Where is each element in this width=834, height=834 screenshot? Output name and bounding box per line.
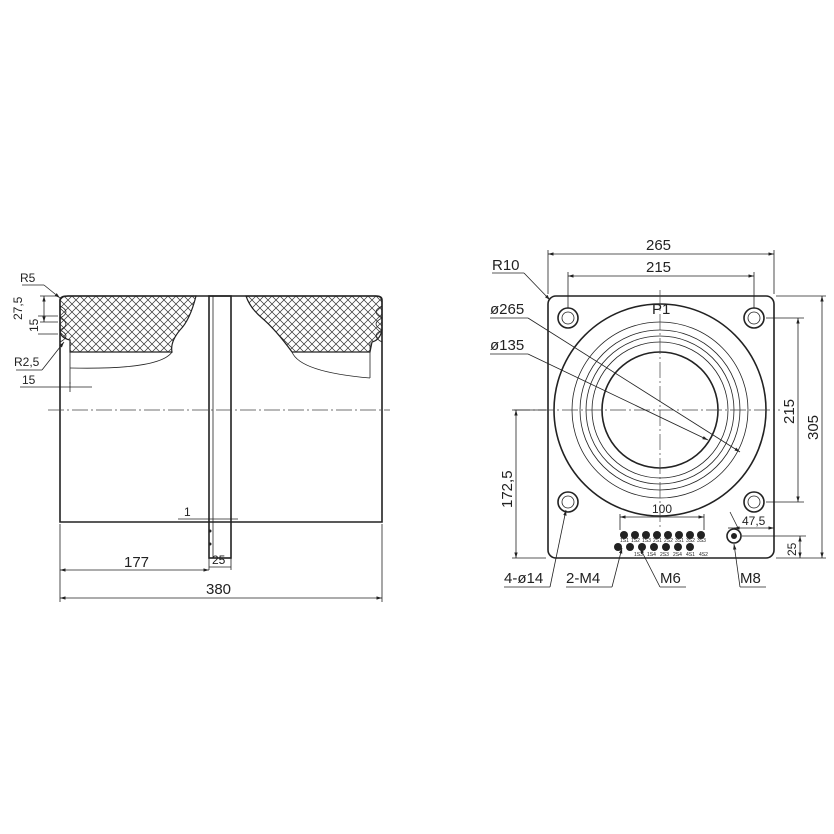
terminal-stud <box>626 543 634 551</box>
m6-arrow <box>639 547 661 588</box>
terminal-stud <box>686 531 694 539</box>
label-r2-5: R2,5 <box>14 355 40 369</box>
label-phi135: ø135 <box>490 337 524 354</box>
break-line-right <box>291 351 371 379</box>
terminal-stud <box>697 531 705 539</box>
label-phi265: ø265 <box>490 301 524 318</box>
label-305: 305 <box>805 415 822 440</box>
terminal-label: 1S3 <box>634 552 643 558</box>
front-view: P1 265 215 R10 ø265 ø135 215 305 <box>490 237 826 588</box>
terminal-stud <box>638 543 646 551</box>
terminal-stud <box>642 531 650 539</box>
label-265: 265 <box>646 237 671 254</box>
terminal-stud <box>675 531 683 539</box>
terminal-block: 1S1 1S2 1S3 2S1 2S2 3S1 3S2 3S3 1S3 1S4 … <box>614 531 708 558</box>
ground-stud-m8 <box>726 511 742 544</box>
label-m4: 2-M4 <box>566 570 600 587</box>
base-plate <box>547 295 775 559</box>
holes-arrow <box>549 509 567 588</box>
terminal-label: 4S1 <box>686 552 695 558</box>
label-15-groove: 15 <box>27 318 41 332</box>
label-100: 100 <box>652 502 672 516</box>
side-body-outline <box>59 295 383 523</box>
terminal-label: 3S3 <box>697 538 706 544</box>
terminal-stud <box>650 543 658 551</box>
label-p1: P1 <box>652 301 670 318</box>
terminal-stud <box>686 543 694 551</box>
terminal-label: 1S4 <box>647 552 656 558</box>
terminal-stud <box>631 531 639 539</box>
insulation-hatch-left <box>59 295 197 353</box>
terminal-stud <box>653 531 661 539</box>
label-holes: 4-ø14 <box>504 570 543 587</box>
phi265-line <box>527 317 741 453</box>
r10-arrow <box>523 272 551 301</box>
label-r10: R10 <box>492 257 520 274</box>
terminal-stud <box>614 543 622 551</box>
groove-right <box>375 305 383 343</box>
terminal-stud <box>674 543 682 551</box>
terminal-label: 3S2 <box>686 538 695 544</box>
terminal-stud <box>662 543 670 551</box>
mounting-hole-tl <box>557 307 579 329</box>
side-slot <box>208 295 232 559</box>
mounting-hole-bl <box>557 491 579 513</box>
terminal-stud <box>664 531 672 539</box>
terminal-label: 2S2 <box>664 538 673 544</box>
label-172-5: 172,5 <box>499 470 516 508</box>
phi135-line <box>527 353 709 441</box>
terminal-label: 2S3 <box>660 552 669 558</box>
terminal-label: 1S1 <box>620 538 629 544</box>
label-47-5: 47,5 <box>742 514 766 528</box>
terminal-label: 1S2 <box>631 538 640 544</box>
label-25: 25 <box>212 553 226 567</box>
mounting-hole-tr <box>743 307 765 329</box>
groove-left <box>59 305 67 343</box>
r25-arrow <box>41 341 65 371</box>
terminal-label: 1S3 <box>642 538 651 544</box>
terminal-row-bottom <box>614 543 694 551</box>
m4-arrow <box>611 547 623 588</box>
label-m8: M8 <box>740 570 761 587</box>
label-27-5: 27,5 <box>11 296 25 320</box>
terminal-stud <box>620 531 628 539</box>
label-177: 177 <box>124 554 149 571</box>
label-25-right: 25 <box>785 542 799 556</box>
terminal-dot <box>208 542 212 546</box>
m8-arrow <box>733 543 741 588</box>
terminal-dot <box>208 529 212 533</box>
terminal-row-top <box>620 531 705 539</box>
label-m6: M6 <box>660 570 681 587</box>
insulation-hatch-right <box>245 295 383 353</box>
label-1: 1 <box>184 505 191 519</box>
mounting-hole-br <box>743 491 765 513</box>
break-line-left <box>69 351 173 369</box>
terminal-label: 2S4 <box>673 552 682 558</box>
label-215-top: 215 <box>646 259 671 276</box>
label-215-right: 215 <box>781 399 798 424</box>
side-view: R5 27,5 15 R2,5 15 1 25 177 38 <box>11 271 390 602</box>
label-15-wall: 15 <box>22 373 36 387</box>
terminal-label: 2S1 <box>653 538 662 544</box>
terminal-label: 3S1 <box>675 538 684 544</box>
terminal-label: 4S2 <box>699 552 708 558</box>
label-r5: R5 <box>20 271 36 285</box>
label-380: 380 <box>206 581 231 598</box>
